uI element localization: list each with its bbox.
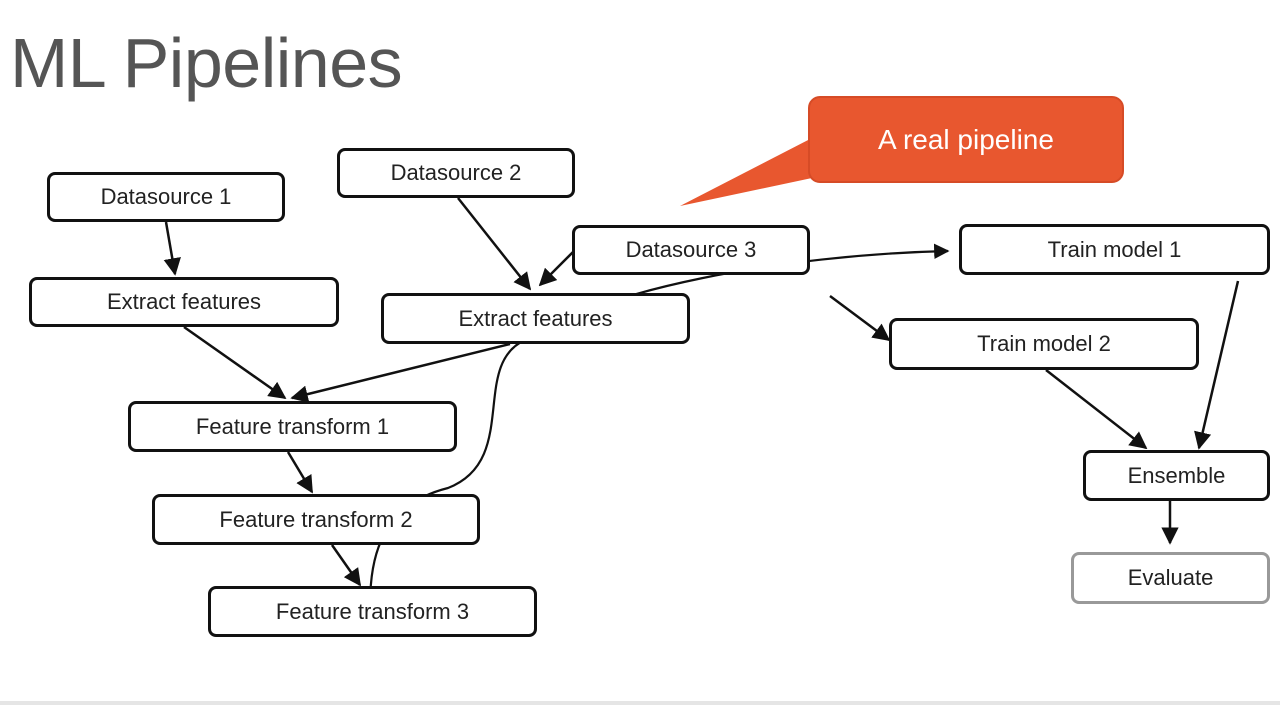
node-feature-transform-2: Feature transform 2 [152,494,480,545]
edge-datasource3-trainmodel2 [829,294,891,342]
node-ensemble: Ensemble [1083,450,1270,501]
edge-transform1-transform2 [286,451,314,494]
edge-extract1-transform1 [183,325,287,400]
node-feature-transform-3: Feature transform 3 [208,586,537,637]
node-feature-transform-1: Feature transform 1 [128,401,457,452]
node-extract-features-1: Extract features [29,277,339,327]
edge-trainmodel2-ensemble [1045,369,1148,450]
node-datasource-3: Datasource 3 [572,225,810,275]
node-datasource-1: Datasource 1 [47,172,285,222]
node-datasource-2: Datasource 2 [337,148,575,198]
node-train-model-1: Train model 1 [959,224,1270,275]
edge-datasource3-extract2 [538,251,574,287]
edge-datasource2-extract2 [457,197,532,291]
bottom-divider [0,701,1280,705]
edge-extract2-transform1 [290,342,511,403]
edge-trainmodel1-ensemble [1194,280,1240,450]
node-extract-features-2: Extract features [381,293,690,344]
callout-a-real-pipeline: A real pipeline [808,96,1124,183]
callout-pointer [680,138,812,206]
slide-title: ML Pipelines [10,24,403,102]
edge-transform2-transform3 [330,544,362,587]
node-evaluate: Evaluate [1071,552,1270,604]
edge-datasource1-extract1 [163,221,181,276]
node-train-model-2: Train model 2 [889,318,1199,370]
